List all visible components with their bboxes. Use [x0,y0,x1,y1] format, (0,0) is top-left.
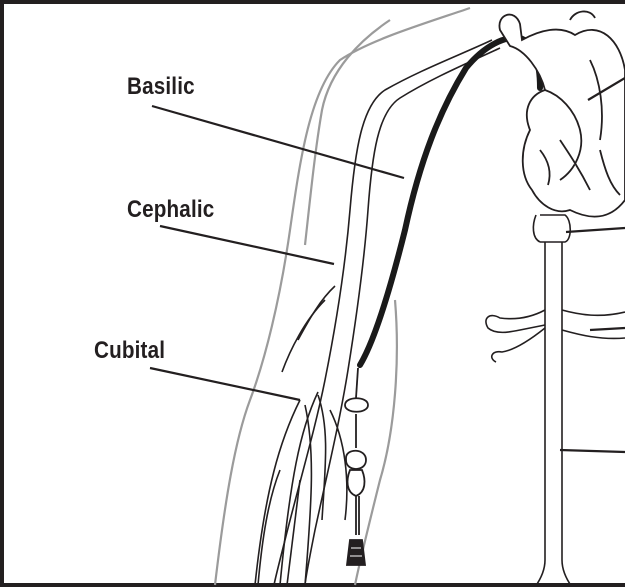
picc-catheter [360,38,540,365]
leader-line-branch [590,328,625,330]
leader-line-cubital [150,368,300,400]
leader-line-vena-cava [566,228,625,232]
catheter-hub [345,368,368,565]
label-basilic: Basilic [127,73,195,101]
label-cubital: Cubital [94,337,165,365]
leader-line-aorta [560,450,625,452]
leader-line-cephalic [160,226,334,264]
label-cephalic: Cephalic [127,196,214,224]
arm-outline [215,8,470,585]
heart [499,11,625,216]
arm-veins [255,40,500,585]
central-vessels [486,215,625,587]
